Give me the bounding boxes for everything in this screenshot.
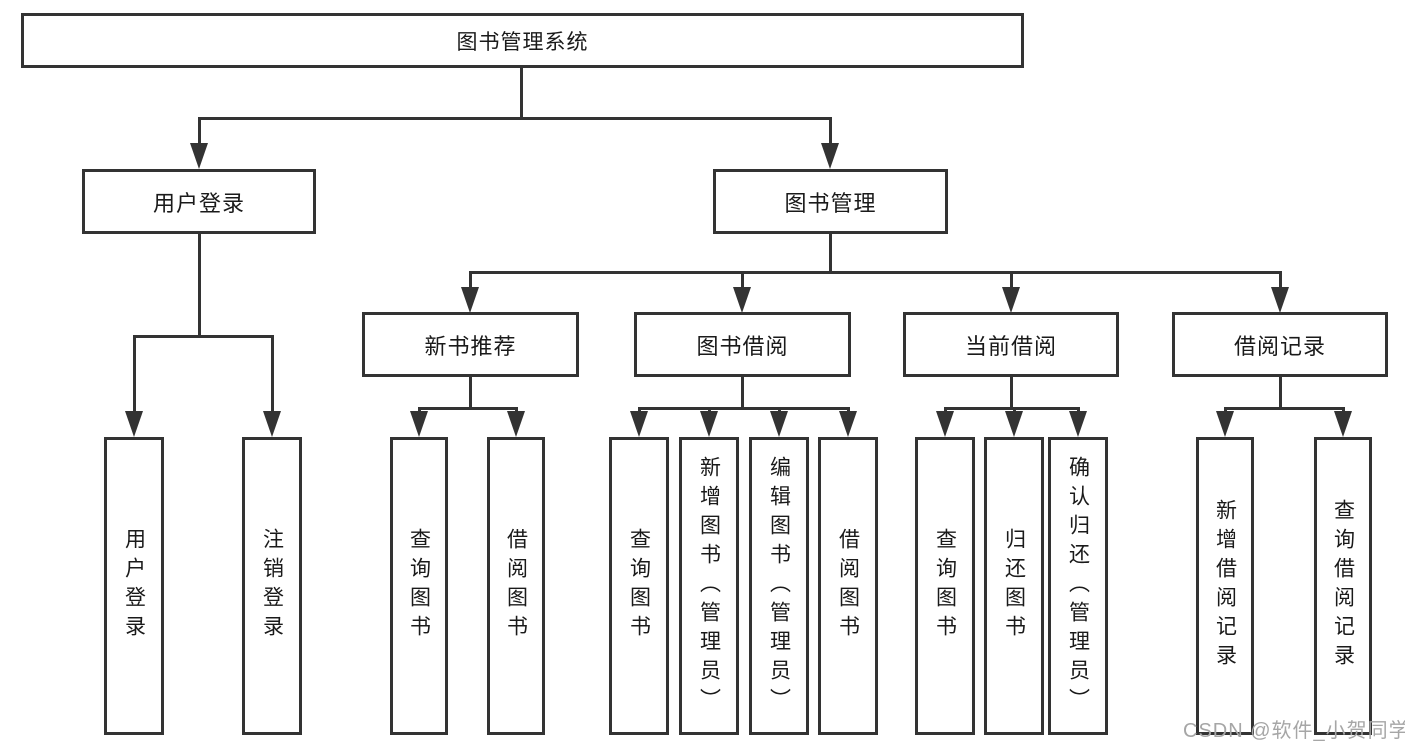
arrow-down-icon — [190, 143, 208, 169]
node-book-management-label: 图书管理 — [784, 190, 877, 216]
connector-line — [133, 335, 274, 338]
leaf-borrowing-add-books: 新增图书（管理员） — [679, 437, 739, 735]
leaf-logout-label: 注销登录 — [260, 528, 284, 644]
arrow-down-icon — [263, 411, 281, 437]
leaf-borrowing-query-books-label: 查询图书 — [627, 528, 651, 644]
leaf-recommend-borrow-books: 借阅图书 — [487, 437, 545, 735]
node-new-book-recommend-label: 新书推荐 — [424, 333, 517, 359]
connector-line — [133, 335, 136, 415]
connector-line — [469, 377, 472, 409]
arrow-down-icon — [507, 411, 525, 437]
connector-line — [741, 271, 744, 291]
leaf-logout: 注销登录 — [242, 437, 302, 735]
arrow-down-icon — [733, 287, 751, 313]
arrow-down-icon — [461, 287, 479, 313]
node-book-borrowing-label: 图书借阅 — [696, 333, 789, 359]
connector-line — [1224, 407, 1345, 410]
arrow-down-icon — [1334, 411, 1352, 437]
leaf-current-query-books: 查询图书 — [915, 437, 975, 735]
leaf-current-confirm-return-label: 确认归还（管理员） — [1066, 455, 1090, 717]
leaf-current-confirm-return: 确认归还（管理员） — [1048, 437, 1108, 735]
node-borrowing-records: 借阅记录 — [1172, 312, 1388, 377]
node-current-borrowing-label: 当前借阅 — [964, 333, 1057, 359]
node-book-borrowing: 图书借阅 — [634, 312, 851, 377]
connector-line — [1279, 377, 1282, 409]
leaf-records-query-record-label: 查询借阅记录 — [1331, 499, 1355, 673]
connector-line — [469, 271, 472, 291]
arrow-down-icon — [770, 411, 788, 437]
leaf-recommend-query-books: 查询图书 — [390, 437, 448, 735]
connector-line — [1010, 377, 1013, 409]
leaf-records-add-record-label: 新增借阅记录 — [1213, 499, 1237, 673]
arrow-down-icon — [821, 143, 839, 169]
watermark: CSDN @软件_小贺同学 — [1183, 720, 1405, 742]
node-borrowing-records-label: 借阅记录 — [1233, 333, 1326, 359]
arrow-down-icon — [700, 411, 718, 437]
connector-line — [520, 68, 523, 118]
leaf-borrowing-query-books: 查询图书 — [609, 437, 669, 735]
connector-line — [418, 407, 518, 410]
node-root: 图书管理系统 — [21, 13, 1024, 68]
connector-line — [829, 234, 832, 273]
arrow-down-icon — [125, 411, 143, 437]
connector-line — [944, 407, 1080, 410]
arrow-down-icon — [1271, 287, 1289, 313]
connector-line — [198, 117, 201, 147]
arrow-down-icon — [630, 411, 648, 437]
leaf-borrowing-add-books-label: 新增图书（管理员） — [697, 455, 721, 717]
connector-line — [638, 407, 850, 410]
leaf-borrowing-edit-books: 编辑图书（管理员） — [749, 437, 809, 735]
connector-line — [829, 117, 832, 147]
arrow-down-icon — [936, 411, 954, 437]
connector-line — [741, 377, 744, 409]
leaf-current-return-books-label: 归还图书 — [1002, 528, 1026, 644]
node-current-borrowing: 当前借阅 — [903, 312, 1119, 377]
node-book-management: 图书管理 — [713, 169, 948, 234]
arrow-down-icon — [1069, 411, 1087, 437]
connector-line — [1279, 271, 1282, 291]
connector-line — [271, 335, 274, 415]
arrow-down-icon — [839, 411, 857, 437]
leaf-current-return-books: 归还图书 — [984, 437, 1044, 735]
leaf-user-login: 用户登录 — [104, 437, 164, 735]
connector-line — [198, 117, 832, 120]
leaf-records-query-record: 查询借阅记录 — [1314, 437, 1372, 735]
arrow-down-icon — [1002, 287, 1020, 313]
leaf-records-add-record: 新增借阅记录 — [1196, 437, 1254, 735]
leaf-recommend-query-books-label: 查询图书 — [407, 528, 431, 644]
node-root-label: 图书管理系统 — [456, 30, 589, 54]
leaf-borrowing-edit-books-label: 编辑图书（管理员） — [767, 455, 791, 717]
node-user-login: 用户登录 — [82, 169, 316, 234]
leaf-user-login-label: 用户登录 — [122, 528, 146, 644]
leaf-borrowing-borrow-books: 借阅图书 — [818, 437, 878, 735]
arrow-down-icon — [1005, 411, 1023, 437]
connector-line — [198, 234, 201, 337]
node-new-book-recommend: 新书推荐 — [362, 312, 579, 377]
node-user-login-label: 用户登录 — [152, 190, 245, 216]
leaf-borrowing-borrow-books-label: 借阅图书 — [836, 528, 860, 644]
connector-line — [1010, 271, 1013, 291]
arrow-down-icon — [1216, 411, 1234, 437]
arrow-down-icon — [410, 411, 428, 437]
leaf-current-query-books-label: 查询图书 — [933, 528, 957, 644]
leaf-recommend-borrow-books-label: 借阅图书 — [504, 528, 528, 644]
connector-line — [469, 271, 1282, 274]
